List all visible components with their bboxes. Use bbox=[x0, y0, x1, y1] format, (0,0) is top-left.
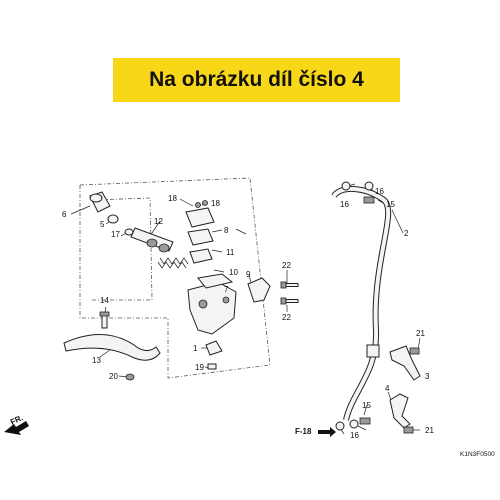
reservoir-cover bbox=[185, 200, 215, 228]
diagram-code: K1N3F0500 bbox=[460, 451, 495, 458]
mirror-holder-clamp bbox=[205, 340, 223, 356]
callout-22-a: 22 bbox=[282, 261, 291, 270]
callout-18-b: 18 bbox=[211, 199, 220, 208]
callout-22-b: 22 bbox=[282, 313, 291, 322]
callout-14: 14 bbox=[100, 296, 109, 305]
callout-1: 1 bbox=[193, 344, 198, 353]
callout-6: 6 bbox=[62, 210, 67, 219]
callout-8: 8 bbox=[224, 226, 229, 235]
leader-lines bbox=[70, 183, 421, 435]
circlip bbox=[107, 214, 119, 224]
brake-hose bbox=[331, 186, 392, 421]
callout-labels: 1 2 3 4 5 6 7 8 9 10 11 12 13 14 15 15 1… bbox=[62, 187, 434, 440]
callout-19: 19 bbox=[195, 363, 204, 372]
callout-16-a: 16 bbox=[375, 187, 384, 196]
callout-12: 12 bbox=[154, 217, 163, 226]
callout-9: 9 bbox=[246, 270, 251, 279]
front-arrow-icon bbox=[4, 421, 29, 435]
brake-hose-guide bbox=[389, 393, 411, 429]
callout-11: 11 bbox=[226, 248, 235, 257]
callout-21-b: 21 bbox=[425, 426, 434, 435]
callout-2: 2 bbox=[404, 229, 409, 238]
section-reference-arrow-icon bbox=[318, 427, 336, 437]
master-cylinder-body bbox=[187, 273, 237, 335]
oil-bolt-lower bbox=[335, 417, 371, 431]
guide-bolt-lower bbox=[403, 426, 414, 434]
callout-15-lower: 15 bbox=[362, 401, 371, 410]
assembly-outline bbox=[79, 177, 271, 379]
callout-13: 13 bbox=[92, 356, 101, 365]
assembly-outline-inner bbox=[91, 197, 153, 301]
callout-10: 10 bbox=[229, 268, 238, 277]
banner-text: Na obrázku díl číslo 4 bbox=[149, 68, 364, 91]
guide-bolt-upper bbox=[409, 347, 420, 355]
callout-18-a: 18 bbox=[168, 194, 177, 203]
return-spring bbox=[157, 257, 189, 269]
lever-nut bbox=[125, 373, 135, 381]
clamp-bolt-upper bbox=[280, 281, 299, 289]
section-reference: F-18 bbox=[295, 427, 312, 436]
reservoir-cap-boot bbox=[89, 191, 111, 213]
callout-4: 4 bbox=[385, 384, 390, 393]
callout-16-b: 16 bbox=[340, 200, 349, 209]
callout-16-c: 16 bbox=[350, 431, 359, 440]
hose-clamp-stay bbox=[389, 345, 421, 381]
pivot-bolt bbox=[99, 311, 110, 329]
piston-set bbox=[130, 227, 174, 253]
clamp-bolt-lower bbox=[280, 297, 299, 305]
lever-pivot-bracket bbox=[247, 277, 271, 303]
callout-7: 7 bbox=[224, 285, 229, 294]
callout-15-upper: 15 bbox=[386, 200, 395, 209]
diaphragm bbox=[189, 248, 213, 264]
callout-5: 5 bbox=[100, 220, 105, 229]
diaphragm-plate bbox=[187, 228, 214, 246]
holder-bolt bbox=[207, 363, 217, 370]
oil-bolt-upper bbox=[341, 181, 375, 204]
callout-17: 17 bbox=[111, 230, 120, 239]
part-number-banner: Na obrázku díl číslo 4 bbox=[113, 58, 400, 102]
callout-21-a: 21 bbox=[416, 329, 425, 338]
callout-3: 3 bbox=[425, 372, 430, 381]
callout-20: 20 bbox=[109, 372, 118, 381]
front-brake-lever bbox=[63, 334, 161, 361]
